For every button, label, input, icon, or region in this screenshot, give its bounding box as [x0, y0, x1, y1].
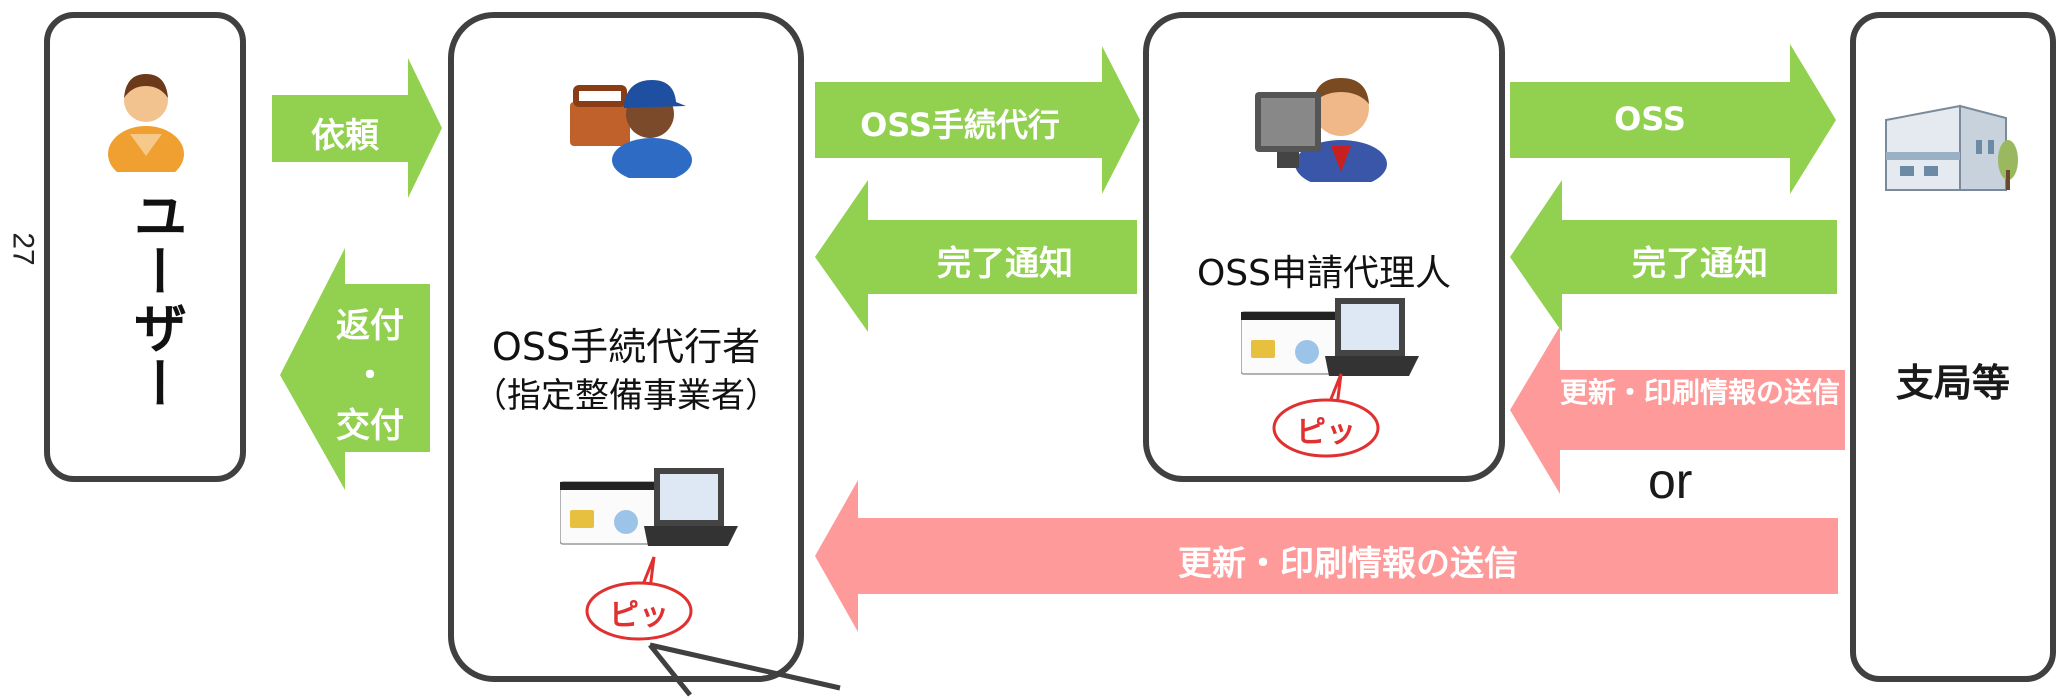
agent-box: OSS手続代行者 （指定整備事業者） ピッ: [448, 12, 804, 682]
arrow-oss: [1510, 44, 1836, 194]
arrow-oss-label: OSS: [1614, 100, 1686, 138]
arrow-update-to-proxy-label: 更新・印刷情報の送信: [1559, 376, 1840, 409]
office-label: 支局等: [1895, 361, 2010, 405]
proxy-beep-label: ピッ: [1296, 415, 1356, 450]
arrow-oss-proxy: [815, 46, 1140, 194]
agent-subtitle: （指定整備事業者）: [473, 376, 779, 416]
arrow-update-to-proxy: [1510, 326, 1845, 494]
arrow-return: [280, 248, 430, 490]
building-icon: [1885, 104, 2018, 191]
arrow-complete-to-proxy-label: 完了通知: [1632, 244, 1768, 284]
card-reader-icon: [560, 468, 738, 546]
agent-beep-label: ピッ: [609, 598, 669, 633]
operator-computer-icon: [1255, 78, 1387, 182]
arrow-complete-to-agent-label: 完了通知: [937, 244, 1073, 284]
user-person-icon: [108, 74, 184, 172]
arrow-update-to-agent: [815, 480, 1838, 632]
office-box: 支局等: [1850, 12, 2056, 682]
arrow-return-label-3: 交付: [336, 406, 404, 446]
arrow-complete-to-agent: [815, 180, 1137, 332]
arrow-request-label: 依頼: [311, 116, 379, 156]
arrow-oss-proxy-label: OSS手続代行: [860, 106, 1060, 144]
or-label: or: [1648, 453, 1693, 509]
user-label: ユーザー: [124, 188, 187, 412]
arrow-return-label-2: ・: [353, 356, 387, 396]
proxy-box: OSS申請代理人 ピッ: [1143, 12, 1505, 482]
callout-tail: [648, 642, 841, 697]
mechanic-icon: [570, 80, 692, 178]
proxy-title: OSS申請代理人: [1196, 253, 1452, 294]
proxy-beep-bubble-icon: [1272, 373, 1380, 458]
arrow-complete-to-proxy: [1510, 180, 1837, 332]
beep-bubble-icon: [585, 556, 693, 641]
arrow-request: [272, 58, 442, 198]
arrow-update-to-agent-label: 更新・印刷情報の送信: [1178, 544, 1518, 584]
arrow-update-to-proxy-label-1: 更新・印刷情報の送信: [1550, 376, 1850, 410]
user-box: ユーザー: [44, 12, 246, 482]
arrow-return-label-1: 返付: [336, 306, 404, 346]
agent-title: OSS手続代行者: [491, 325, 761, 369]
proxy-card-reader-icon: [1241, 298, 1419, 376]
